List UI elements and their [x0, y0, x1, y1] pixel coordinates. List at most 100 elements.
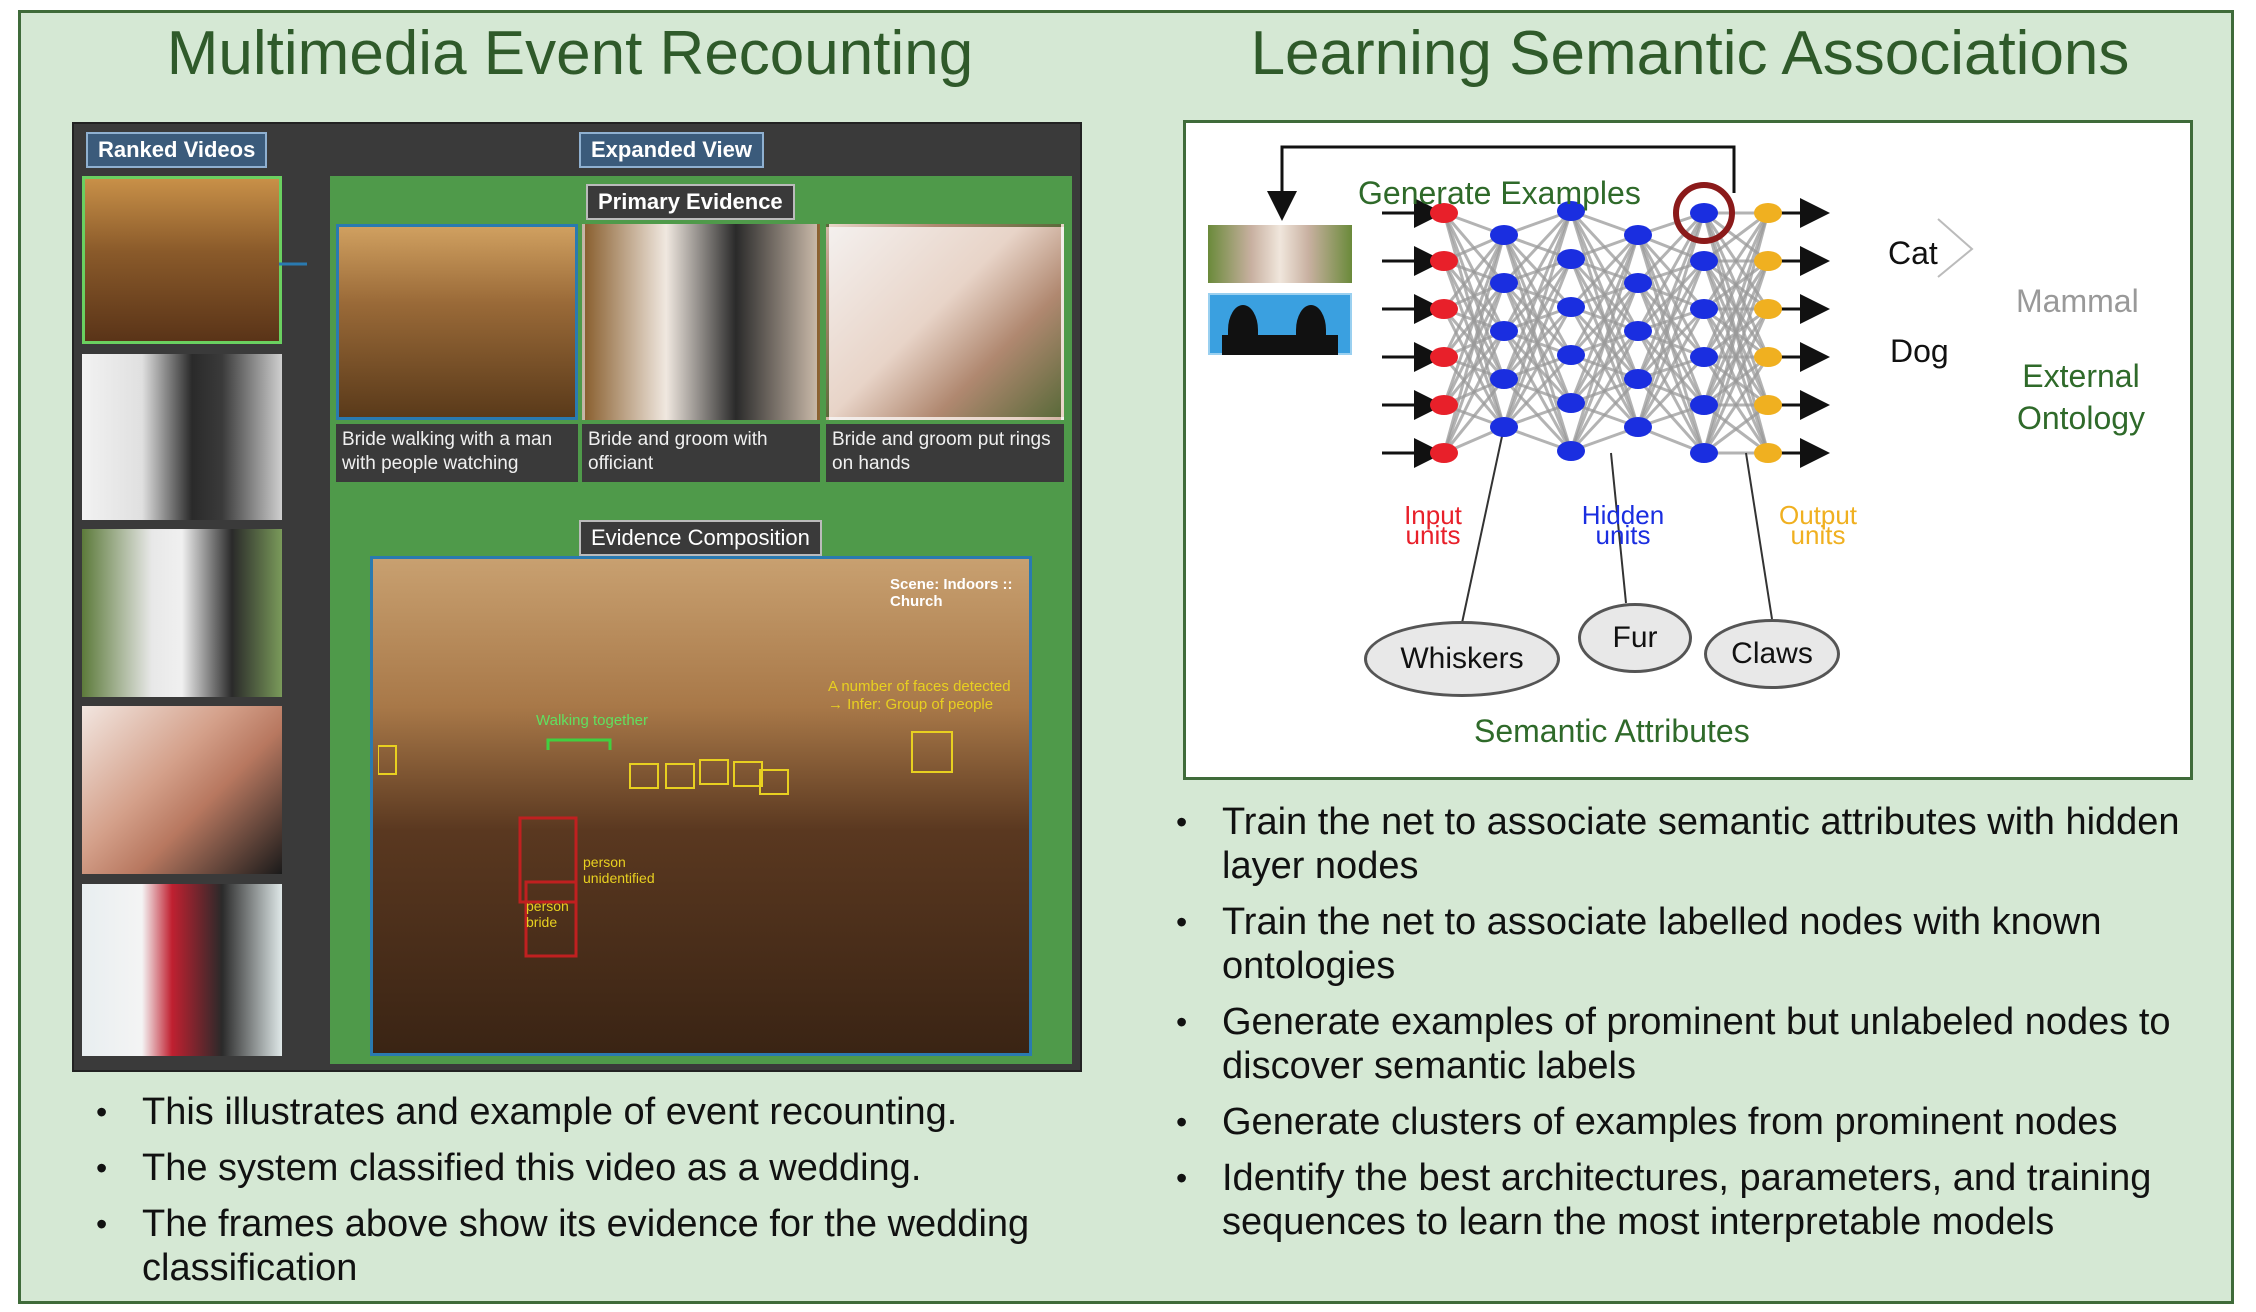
connection-line: [1502, 210, 1573, 428]
input-node: [1430, 251, 1458, 271]
hidden-node: [1490, 273, 1518, 293]
hidden-node: [1557, 249, 1585, 269]
hidden-node: [1624, 225, 1652, 245]
hidden-units-label: Hidden units: [1581, 500, 1665, 550]
hidden-node: [1690, 299, 1718, 319]
ontology-bracket: [1937, 218, 1974, 278]
connection-line: [1569, 234, 1640, 356]
connection-line: [1502, 209, 1573, 285]
expanded-view-tab[interactable]: Expanded View: [579, 132, 764, 168]
output-node: [1754, 395, 1782, 415]
attribute-fur: Fur: [1578, 603, 1692, 673]
right-bullet: Identify the best architectures, paramet…: [1166, 1156, 2206, 1244]
connection-line: [1442, 234, 1506, 358]
connection-line: [1442, 234, 1506, 454]
output-node: [1754, 299, 1782, 319]
connection-line: [1569, 234, 1640, 404]
input-units-label: Input units: [1404, 500, 1462, 550]
network-graph: [1267, 145, 1974, 624]
connection-line: [1442, 234, 1506, 406]
hidden-node: [1624, 417, 1652, 437]
neural-net-diagram: Generate Examples Cat Dog Mammal Externa…: [1183, 120, 2193, 780]
ranked-video-thumb-3[interactable]: [82, 529, 282, 697]
left-bullet-list: This illustrates and example of event re…: [86, 1090, 1086, 1302]
evidence-composition-frame[interactable]: [370, 556, 1032, 1056]
connection-line: [1569, 282, 1640, 452]
output-label-dog: Dog: [1890, 333, 1949, 369]
input-node: [1430, 203, 1458, 223]
connection-line: [1702, 212, 1770, 358]
connection-line: [1502, 353, 1573, 429]
hidden-node: [1690, 251, 1718, 271]
semantic-attributes-label: Semantic Attributes: [1474, 713, 1750, 749]
connection-line: [1569, 234, 1640, 452]
left-bullet: The frames above show its evidence for t…: [86, 1202, 1086, 1290]
connection-line: [1442, 282, 1506, 454]
connection-line: [1702, 356, 1770, 454]
output-node: [1754, 203, 1782, 223]
right-bullet-list: Train the net to associate semantic attr…: [1166, 800, 2206, 1256]
connection-line: [1702, 212, 1770, 310]
ranked-video-thumb-2[interactable]: [82, 354, 282, 520]
input-node: [1430, 299, 1458, 319]
hidden-node: [1690, 443, 1718, 463]
scene-label: Scene: Indoors :: Church: [890, 576, 1013, 610]
hidden-node: [1557, 201, 1585, 221]
ranked-video-thumb-4[interactable]: [82, 706, 282, 874]
link-arrow-icon: [279, 262, 307, 266]
ranked-video-thumb-1[interactable]: [82, 176, 282, 344]
right-bullet: Train the net to associate semantic attr…: [1166, 800, 2206, 888]
left-bullet: This illustrates and example of event re…: [86, 1090, 1086, 1134]
ranked-video-thumb-5[interactable]: [82, 884, 282, 1056]
left-bullet: The system classified this video as a we…: [86, 1146, 1086, 1190]
input-node: [1430, 443, 1458, 463]
hidden-node: [1557, 393, 1585, 413]
primary-evidence-frame-3[interactable]: [826, 224, 1064, 420]
scene-annotations: Scene: Indoors :: Church A number of fac…: [377, 564, 1024, 1048]
hidden-node: [1490, 417, 1518, 437]
connection-line: [1702, 212, 1770, 454]
connection-line: [1569, 233, 1640, 309]
attribute-link-whiskers: [1461, 426, 1505, 624]
right-bullet: Train the net to associate labelled node…: [1166, 900, 2206, 988]
connection-line: [1442, 234, 1506, 310]
primary-evidence-frame-2[interactable]: [582, 224, 820, 420]
connection-line: [1569, 330, 1640, 452]
connection-line: [1502, 258, 1573, 428]
hidden-node: [1624, 321, 1652, 341]
connection-line: [1502, 306, 1573, 428]
hidden-node: [1624, 273, 1652, 293]
hidden-node: [1557, 345, 1585, 365]
connection-line: [1636, 212, 1706, 332]
connection-line: [1569, 377, 1640, 453]
connection-line: [1703, 403, 1769, 455]
generate-examples-arrow: [1267, 145, 1736, 221]
external-ontology-label: External Ontology: [2016, 358, 2146, 436]
evidence-caption-1: Bride walking with a man with people wat…: [336, 424, 578, 482]
mammal-label: Mammal: [2016, 283, 2139, 319]
generate-examples-label: Generate Examples: [1358, 175, 1641, 211]
hidden-node: [1490, 225, 1518, 245]
connection-line: [1702, 212, 1770, 406]
hidden-node: [1690, 203, 1718, 223]
highlighted-node-ring: [1673, 182, 1735, 244]
connection-line: [1636, 211, 1706, 285]
connection-line: [1442, 330, 1506, 454]
primary-evidence-frame-1[interactable]: [336, 224, 578, 420]
connection-line: [1703, 211, 1769, 263]
right-bullet: Generate examples of prominent but unlab…: [1166, 1000, 2206, 1088]
evidence-composition-label: Evidence Composition: [579, 520, 822, 556]
connection-line: [1636, 212, 1706, 428]
connection-line: [1502, 210, 1573, 332]
input-node: [1430, 347, 1458, 367]
evidence-caption-2: Bride and groom with officiant: [582, 424, 820, 482]
connection-line: [1502, 210, 1573, 380]
hidden-node: [1690, 395, 1718, 415]
attribute-link-fur: [1610, 452, 1627, 604]
hidden-node: [1557, 441, 1585, 461]
dog-example-image: [1208, 293, 1352, 355]
left-title: Multimedia Event Recounting: [166, 19, 974, 88]
ranked-videos-tab[interactable]: Ranked Videos: [86, 132, 268, 168]
connection-line: [1702, 308, 1770, 454]
evidence-caption-3: Bride and groom put rings on hands: [826, 424, 1064, 482]
